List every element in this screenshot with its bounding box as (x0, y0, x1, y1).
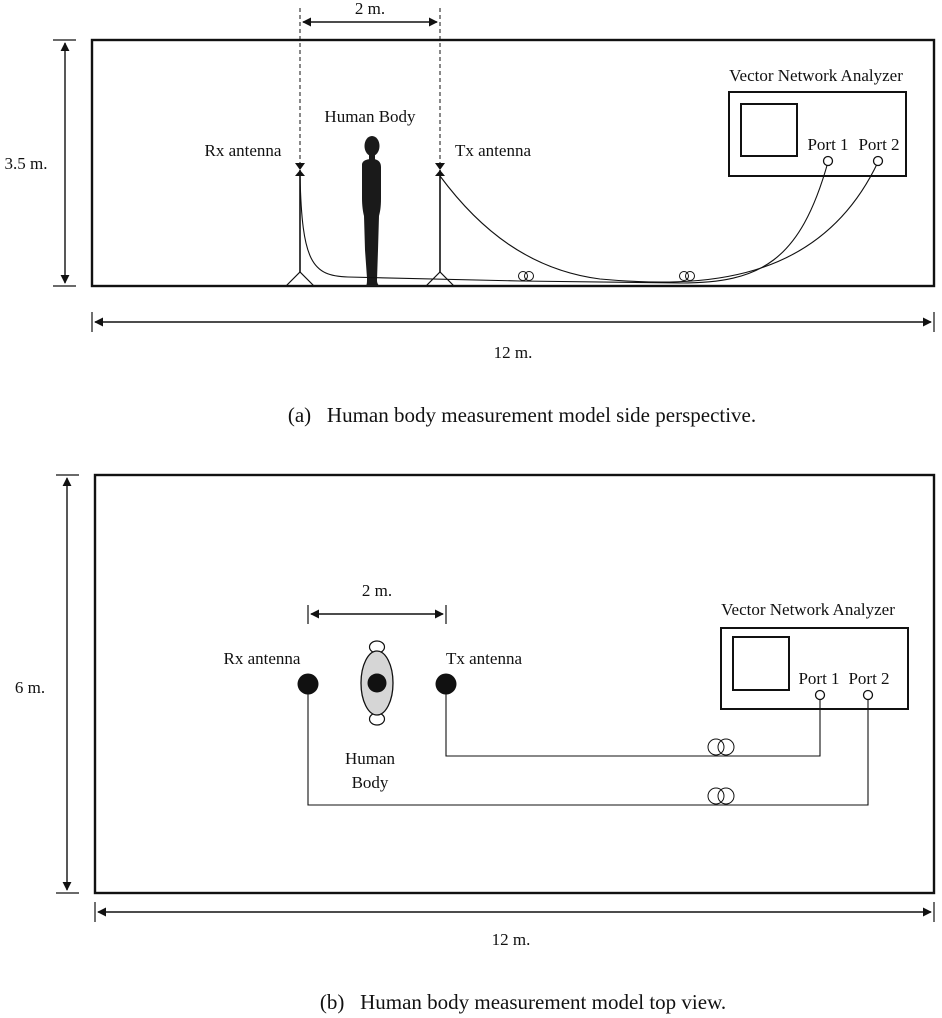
side-width-label: 12 m. (494, 343, 533, 362)
side-cables (299, 161, 879, 284)
top-vna-port-2 (862, 689, 874, 701)
side-vna-port-2 (872, 155, 884, 167)
top-view-panel: 6 m. 12 m. 2 m. Rx antenna Tx antenna Hu (6, 473, 936, 1014)
top-tx-label: Tx antenna (446, 649, 522, 668)
top-height-label: 6 m. (15, 678, 45, 697)
side-human-label: Human Body (324, 107, 416, 126)
top-spacing-dimension: 2 m. (307, 581, 447, 624)
top-cable-coil-1 (707, 738, 735, 756)
side-rx-label: Rx antenna (205, 141, 282, 160)
top-vna-port-2-label: Port 2 (848, 669, 889, 688)
top-human-body: Human Body (345, 640, 396, 792)
top-vna-screen (732, 636, 790, 691)
top-vna-port-1 (814, 689, 826, 701)
top-height-dimension: 6 m. (6, 474, 79, 894)
side-vna-screen (740, 103, 798, 157)
top-human-label-line1: Human (345, 749, 396, 768)
side-spacing-label: 2 m. (355, 0, 385, 18)
side-vna-port-2-label: Port 2 (858, 135, 899, 154)
top-width-label: 12 m. (492, 930, 531, 949)
side-room-outline (90, 38, 936, 288)
side-width-dimension: 12 m. (91, 312, 935, 362)
top-vna-label: Vector Network Analyzer (721, 600, 895, 619)
side-spacing-dimension: 2 m. (299, 0, 441, 164)
side-vna-label: Vector Network Analyzer (729, 66, 903, 85)
side-vna-port-1 (822, 155, 834, 167)
side-cable-coil-1 (518, 271, 534, 281)
side-human-body-silhouette: Human Body (324, 107, 416, 286)
side-vna-port-1-label: Port 1 (807, 135, 848, 154)
side-tx-label: Tx antenna (455, 141, 531, 160)
side-cable-coil-2 (679, 271, 695, 281)
top-cables (307, 694, 869, 806)
top-cable-coil-2 (707, 787, 735, 805)
top-width-dimension: 12 m. (94, 902, 935, 949)
side-tx-antenna: Tx antenna (425, 141, 531, 287)
side-rx-antenna: Rx antenna (205, 141, 315, 287)
top-rx-antenna (297, 673, 319, 695)
side-height-dimension: 3.5 m. (0, 39, 76, 287)
top-room-outline (93, 473, 936, 895)
top-vector-network-analyzer: Port 1 Port 2 Vector Network Analyzer (720, 600, 909, 710)
top-spacing-label: 2 m. (362, 581, 392, 600)
side-view-panel: 3.5 m. 12 m. 2 m. Rx antenna (0, 0, 936, 427)
side-height-label: 3.5 m. (5, 154, 48, 173)
top-human-label-line2: Body (352, 773, 389, 792)
top-tx-antenna (435, 673, 457, 695)
side-caption: (a) Human body measurement model side pe… (288, 403, 756, 427)
top-rx-label: Rx antenna (224, 649, 301, 668)
top-vna-port-1-label: Port 1 (798, 669, 839, 688)
side-vector-network-analyzer: Port 1 Port 2 Vector Network Analyzer (728, 66, 907, 177)
top-caption: (b) Human body measurement model top vie… (320, 990, 726, 1014)
